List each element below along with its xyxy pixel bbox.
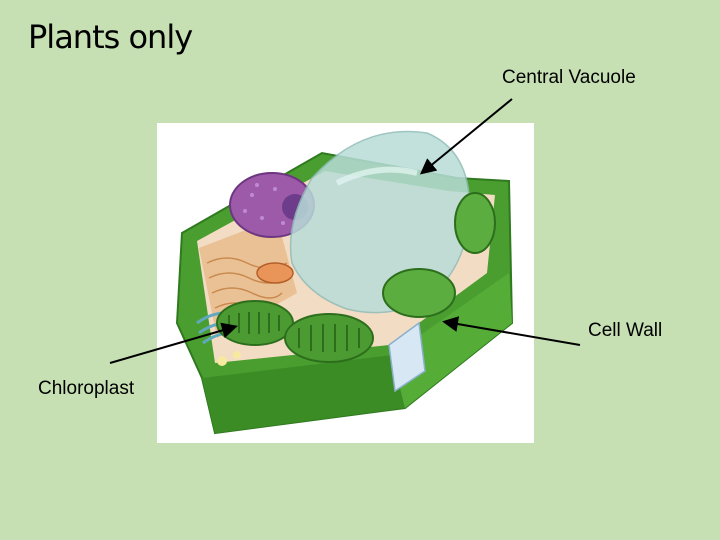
cell-wall-front <box>202 355 405 433</box>
label-cell-wall: Cell Wall <box>588 320 663 341</box>
slide-title: Plants only <box>28 18 193 56</box>
mitochondrion <box>256 262 294 284</box>
chloroplast-2 <box>284 313 374 363</box>
chloroplast-3 <box>382 268 456 318</box>
chloroplast-1 <box>216 300 294 346</box>
plant-cell-drawing <box>175 130 514 435</box>
chloroplast-4 <box>454 192 496 254</box>
label-central-vacuole: Central Vacuole <box>502 67 636 88</box>
cell-wall-panel <box>388 321 426 393</box>
label-chloroplast: Chloroplast <box>38 378 135 399</box>
plant-cell-illustration <box>157 123 534 443</box>
